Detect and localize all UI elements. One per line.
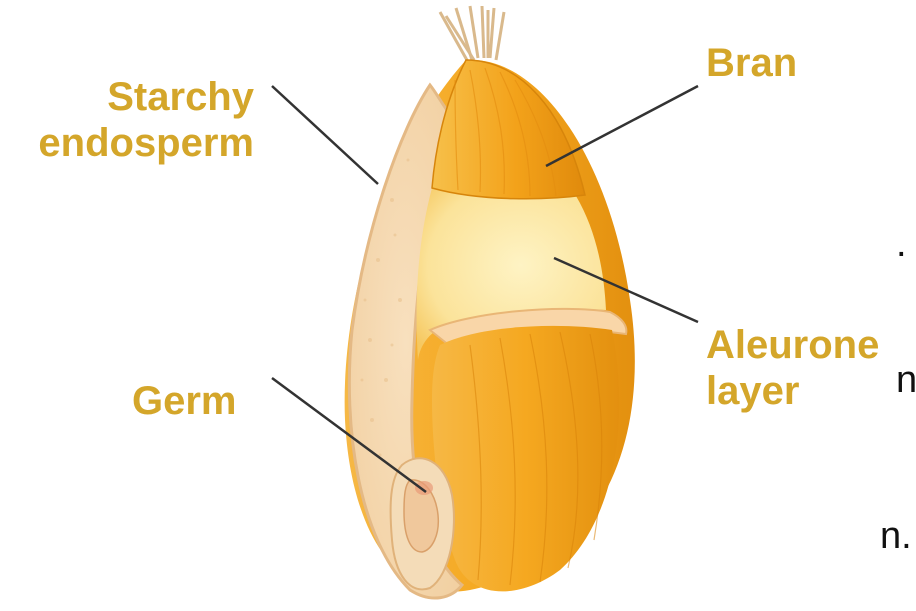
germ-region: [391, 458, 454, 589]
label-germ: Germ: [132, 378, 237, 424]
bran-lower-region: [432, 326, 619, 591]
brush-hairs: [440, 6, 504, 62]
label-starchy-line2: endosperm: [0, 120, 254, 166]
label-starchy-endosperm: Starchy endosperm: [0, 74, 254, 166]
label-bran: Bran: [706, 40, 797, 86]
leader-line-bran: [546, 86, 698, 166]
label-aleurone-line2: layer: [706, 368, 879, 414]
label-aleurone-layer: Aleurone layer: [706, 322, 879, 414]
leader-line-starchy-endosperm: [272, 86, 378, 184]
label-aleurone-line1: Aleurone: [706, 322, 879, 368]
label-starchy-line1: Starchy: [0, 74, 254, 120]
